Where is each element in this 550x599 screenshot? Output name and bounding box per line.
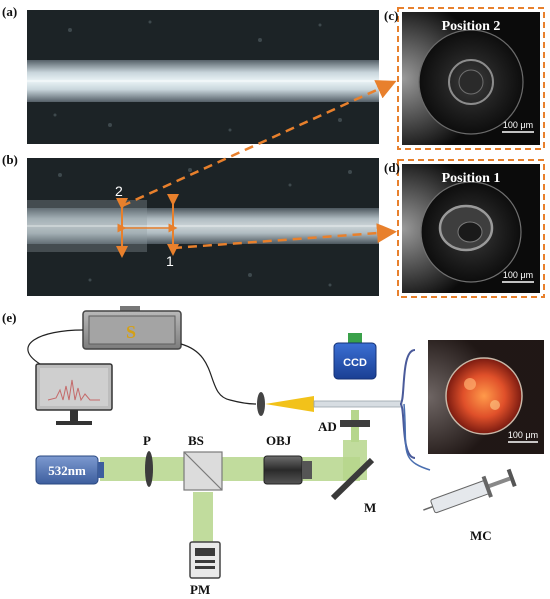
scale-label-c: 100 μm bbox=[503, 120, 533, 130]
bs-label: BS bbox=[188, 433, 204, 448]
panel-a bbox=[27, 10, 379, 144]
scale-label-e: 100 μm bbox=[508, 430, 538, 440]
mc-label: MC bbox=[470, 528, 492, 543]
capillary bbox=[313, 400, 403, 408]
ad-label: AD bbox=[318, 419, 337, 434]
beam-splitter bbox=[183, 451, 223, 491]
panel-label-c: (c) bbox=[384, 8, 398, 23]
c-title: Position 2 bbox=[442, 19, 501, 34]
ccd-camera: CCD bbox=[333, 333, 377, 380]
scale-label-d: 100 μm bbox=[503, 270, 533, 280]
laser-532: 532nm bbox=[35, 455, 104, 485]
collection-optics bbox=[257, 392, 403, 416]
obj-label: OBJ bbox=[266, 433, 292, 448]
panel-label-d: (d) bbox=[384, 160, 400, 175]
mark-2-label: 2 bbox=[115, 183, 123, 199]
mark-1-label: 1 bbox=[166, 253, 174, 269]
tubing bbox=[403, 403, 431, 471]
panel-label-a: (a) bbox=[2, 4, 17, 19]
panel-label-b: (b) bbox=[2, 152, 18, 167]
pm-label: PM bbox=[190, 582, 210, 597]
mirror bbox=[330, 457, 375, 501]
beam-horizontal bbox=[100, 457, 360, 481]
polarizer-label: P bbox=[143, 433, 151, 448]
panel-d: Position 1 100 μm bbox=[397, 159, 545, 298]
syringe-mc bbox=[423, 468, 517, 514]
arrow-to-d bbox=[172, 223, 397, 250]
spectrometer-label: S bbox=[126, 322, 136, 342]
spectrometer: S bbox=[82, 306, 182, 350]
beam-to-pm bbox=[193, 492, 213, 542]
panel-label-e: (e) bbox=[2, 310, 16, 325]
attenuator-ad bbox=[340, 410, 370, 442]
monitor bbox=[35, 363, 113, 425]
mirror-label: M bbox=[364, 500, 376, 515]
laser-label: 532nm bbox=[48, 463, 86, 478]
polarizer bbox=[145, 451, 153, 487]
light-cone bbox=[265, 396, 314, 412]
ccd-label: CCD bbox=[343, 357, 367, 369]
d-title: Position 1 bbox=[442, 171, 501, 186]
power-meter bbox=[189, 541, 221, 579]
arrow-to-c bbox=[121, 80, 397, 208]
panel-b: 2 1 bbox=[27, 158, 379, 296]
cable-monitor bbox=[27, 329, 84, 365]
cable-fiber bbox=[180, 343, 257, 405]
panel-c: Position 2 100 μm bbox=[397, 7, 545, 150]
objective bbox=[263, 455, 312, 485]
inset-e: 100 μm bbox=[428, 340, 544, 454]
